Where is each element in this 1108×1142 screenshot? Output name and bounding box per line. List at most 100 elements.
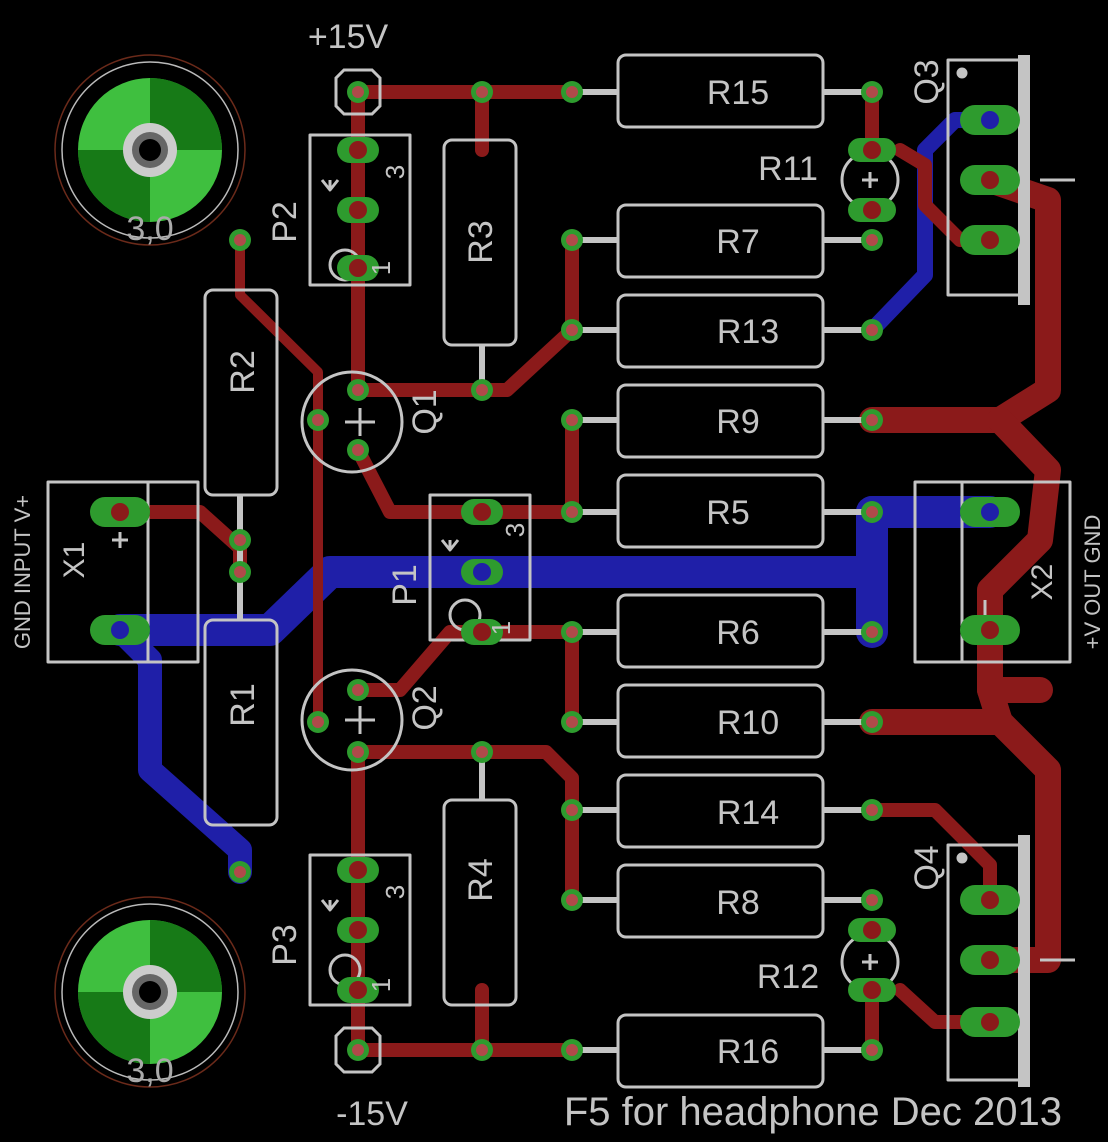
via-pad bbox=[347, 741, 369, 763]
component-pad bbox=[337, 255, 379, 281]
via-pad bbox=[229, 229, 251, 251]
component-pad bbox=[461, 499, 503, 525]
trimmer-p2-label: P2 bbox=[266, 201, 304, 243]
resistor-r3-label: R3 bbox=[462, 220, 500, 263]
transistor-q2-label: Q2 bbox=[406, 685, 444, 730]
supply-pad bbox=[334, 1026, 382, 1074]
via-pad bbox=[861, 799, 883, 821]
component-pad bbox=[848, 978, 896, 1002]
resistor-r4-label: R4 bbox=[462, 858, 500, 901]
connector-x2-label: X2 bbox=[1026, 564, 1059, 601]
via-pad bbox=[861, 889, 883, 911]
via-pad bbox=[861, 81, 883, 103]
via-pad bbox=[229, 861, 251, 883]
via-pad bbox=[561, 799, 583, 821]
supply-pad bbox=[334, 68, 382, 116]
component-pad bbox=[960, 885, 1020, 915]
trimmer-p1-pin3: 3 bbox=[500, 523, 530, 537]
transistor-q3-label: Q3 bbox=[908, 59, 946, 104]
via-pad bbox=[229, 561, 251, 583]
via-pad bbox=[229, 529, 251, 551]
via-pad bbox=[471, 741, 493, 763]
via-pad bbox=[561, 409, 583, 431]
component-pad bbox=[461, 559, 503, 585]
via-pad bbox=[347, 679, 369, 701]
via-pad bbox=[307, 409, 329, 431]
via-pad bbox=[471, 379, 493, 401]
resistor-r6-label: R6 bbox=[716, 614, 759, 652]
resistor-r2-label: R2 bbox=[224, 350, 262, 393]
via-pad bbox=[561, 501, 583, 523]
connector-x1-pins: GND INPUT V+ bbox=[10, 495, 35, 649]
resistor-r9-label: R9 bbox=[716, 403, 759, 441]
trimmer-p3-label: P3 bbox=[266, 924, 304, 966]
resistor-r12-label: R12 bbox=[757, 958, 819, 996]
via-pad bbox=[861, 409, 883, 431]
via-pad bbox=[347, 81, 369, 103]
resistor-r10-label: R10 bbox=[717, 704, 779, 742]
resistor-r7-label: R7 bbox=[716, 223, 759, 261]
mount-hole-bottom: 3,0 bbox=[54, 896, 246, 1090]
connector-x2-pins: +V OUT GND bbox=[1080, 515, 1105, 650]
resistor-r15-label: R15 bbox=[707, 74, 769, 112]
component-pad bbox=[337, 977, 379, 1003]
component-pad bbox=[848, 918, 896, 942]
component-pad bbox=[337, 857, 379, 883]
via-pad bbox=[561, 1039, 583, 1061]
via-pad bbox=[347, 1039, 369, 1061]
supply-positive-label: +15V bbox=[308, 18, 389, 56]
via-pad bbox=[471, 81, 493, 103]
resistor-r1-label: R1 bbox=[224, 683, 262, 726]
board-title: F5 for headphone Dec 2013 bbox=[564, 1090, 1062, 1134]
component-pad bbox=[461, 619, 503, 645]
component-pad bbox=[90, 497, 150, 527]
component-pad bbox=[960, 615, 1020, 645]
mount-hole-top-label: 3,0 bbox=[126, 210, 173, 248]
via-pad bbox=[561, 319, 583, 341]
trimmer-p2-pin1: 1 bbox=[366, 261, 396, 275]
transistor-q4-label: Q4 bbox=[908, 845, 946, 890]
component-pad bbox=[337, 917, 379, 943]
trimmer-p2-pin3: 3 bbox=[380, 165, 410, 179]
connector-x1-label: X1 bbox=[58, 542, 91, 579]
labels-layer: +15V -15V F5 for headphone Dec 2013 R15 … bbox=[10, 18, 1105, 1134]
resistor-r11-label: R11 bbox=[758, 150, 818, 188]
resistor-r8-label: R8 bbox=[716, 884, 759, 922]
via-pad bbox=[561, 889, 583, 911]
component-pad bbox=[960, 105, 1020, 135]
component-pad bbox=[960, 945, 1020, 975]
component-pad bbox=[960, 165, 1020, 195]
via-pad bbox=[861, 621, 883, 643]
trimmer-p3-pin3: 3 bbox=[380, 885, 410, 899]
via-pad bbox=[471, 1039, 493, 1061]
via-pad bbox=[347, 439, 369, 461]
component-pad bbox=[337, 197, 379, 223]
mount-hole-top: 3,0 bbox=[54, 54, 246, 248]
via-pad bbox=[347, 379, 369, 401]
component-pad bbox=[960, 1007, 1020, 1037]
via-pad bbox=[561, 229, 583, 251]
via-pad bbox=[861, 1039, 883, 1061]
resistor-r13-label: R13 bbox=[717, 313, 779, 351]
via-pad bbox=[861, 501, 883, 523]
resistor-r5-label: R5 bbox=[706, 494, 749, 532]
component-pad bbox=[960, 225, 1020, 255]
mount-hole-bottom-label: 3,0 bbox=[126, 1052, 173, 1090]
resistor-r14-label: R14 bbox=[717, 794, 779, 832]
transistor-q1-label: Q1 bbox=[406, 389, 444, 434]
component-pad bbox=[848, 138, 896, 162]
component-pad bbox=[848, 198, 896, 222]
trimmer-p1-label: P1 bbox=[386, 564, 424, 606]
resistor-r16-label: R16 bbox=[717, 1033, 779, 1071]
supply-negative-label: -15V bbox=[336, 1095, 408, 1133]
via-pad bbox=[561, 81, 583, 103]
via-pad bbox=[561, 711, 583, 733]
trimmer-p3-pin1: 1 bbox=[366, 978, 396, 992]
pads-layer bbox=[90, 68, 1020, 1074]
component-pad bbox=[960, 497, 1020, 527]
via-pad bbox=[307, 711, 329, 733]
via-pad bbox=[861, 711, 883, 733]
component-pad bbox=[90, 615, 150, 645]
via-pad bbox=[561, 621, 583, 643]
